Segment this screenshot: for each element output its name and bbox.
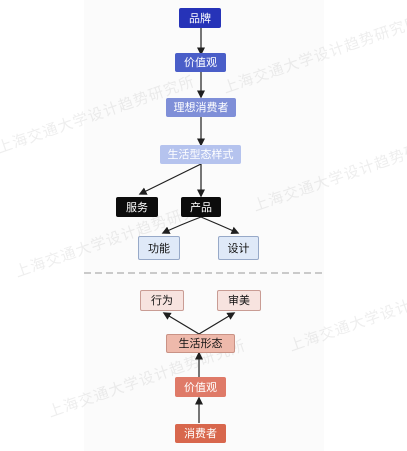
value-node-bottom: 价值观 (175, 377, 226, 397)
diagram-background-panel (84, 0, 324, 451)
service-node: 服务 (116, 197, 158, 217)
product-node: 产品 (181, 197, 221, 217)
consumer-node: 消费者 (175, 424, 226, 443)
arrow-product-to-function (161, 216, 202, 234)
arrow-life-form-to-aesthetics (198, 312, 236, 335)
brand-node: 品牌 (179, 8, 221, 28)
ideal-consumer-node: 理想消费者 (166, 98, 236, 117)
life-form-node: 生活形态 (166, 334, 235, 353)
behavior-node: 行为 (140, 290, 184, 311)
design-node: 设计 (218, 236, 259, 260)
arrow-lifestyle-to-service (138, 163, 202, 195)
value-node-top: 价值观 (175, 53, 226, 72)
lifestyle-pattern-node: 生活型态样式 (160, 145, 241, 164)
arrow-life-form-to-behavior (162, 312, 200, 335)
arrow-product-to-design (200, 216, 240, 235)
function-node: 功能 (138, 236, 180, 260)
aesthetics-node: 审美 (217, 290, 261, 311)
